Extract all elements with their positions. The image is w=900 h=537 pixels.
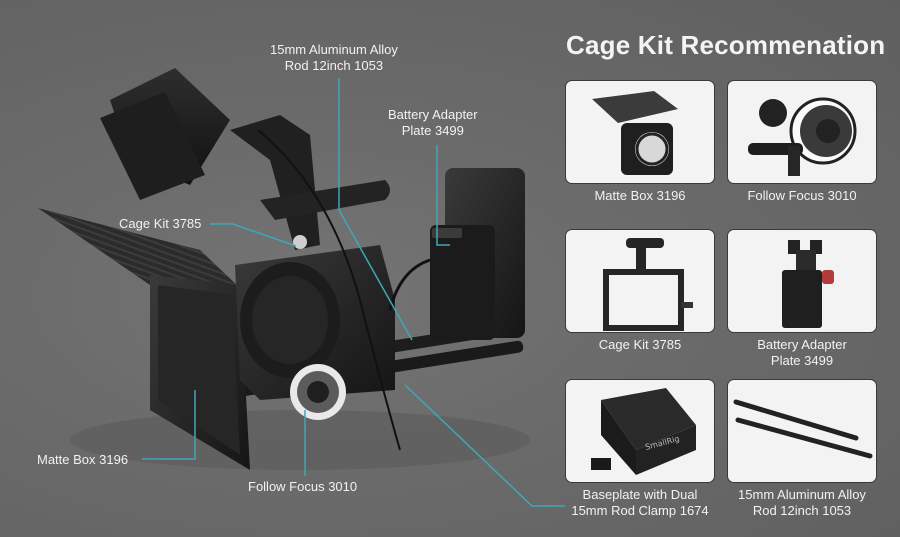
- cage-callout-line: [210, 223, 297, 247]
- card-follow-focus[interactable]: Follow Focus 3010: [727, 80, 877, 204]
- callout-matte-box: Matte Box 3196: [37, 452, 129, 467]
- card-baseplate[interactable]: SmallRig Baseplate with Dual 15mm Rod Cl…: [565, 379, 715, 519]
- callout-follow-focus: Follow Focus 3010: [248, 479, 358, 494]
- battery-callout-line: [436, 145, 450, 246]
- card-matte-box-label: Matte Box 3196: [594, 188, 686, 203]
- callout-rod: 15mm Aluminum Alloy Rod 12inch 1053: [270, 42, 398, 74]
- card-rods[interactable]: 15mm Aluminum Alloy Rod 12inch 1053: [727, 379, 877, 519]
- callout-battery-line1: Battery Adapter: [388, 107, 478, 122]
- callout-rod-line1: 15mm Aluminum Alloy: [270, 42, 398, 57]
- card-battery-adapter-label-line2: Plate 3499: [770, 353, 834, 368]
- card-cage-kit[interactable]: Cage Kit 3785: [565, 229, 715, 353]
- card-baseplate-label-line2: 15mm Rod Clamp 1674: [571, 503, 709, 518]
- cage-kit-thumbnail: [565, 229, 715, 333]
- card-baseplate-label-line1: Baseplate with Dual: [582, 487, 698, 502]
- card-rods-label: 15mm Aluminum Alloy Rod 12inch 1053: [727, 487, 877, 519]
- callout-battery: Battery Adapter Plate 3499: [388, 107, 478, 139]
- rods-thumbnail: [727, 379, 877, 483]
- callout-cage: Cage Kit 3785: [119, 216, 202, 231]
- panel-title: Cage Kit Recommenation: [566, 30, 886, 60]
- rod-callout-line: [338, 78, 413, 341]
- baseplate-thumbnail: SmallRig: [565, 379, 715, 483]
- callout-battery-line2: Plate 3499: [401, 123, 464, 138]
- follow-focus-thumbnail: [727, 80, 877, 184]
- card-battery-adapter[interactable]: Battery Adapter Plate 3499: [727, 229, 877, 369]
- camera-rig-illustration: [38, 68, 525, 470]
- card-follow-focus-label: Follow Focus 3010: [747, 188, 857, 203]
- card-matte-box[interactable]: Matte Box 3196: [565, 80, 715, 204]
- callout-rod-line2: Rod 12inch 1053: [284, 58, 384, 73]
- matte-box-thumbnail: [565, 80, 715, 184]
- card-rods-label-line2: Rod 12inch 1053: [752, 503, 852, 518]
- card-cage-kit-label: Cage Kit 3785: [598, 337, 682, 352]
- baseplate-callout-line: [404, 384, 565, 507]
- card-battery-adapter-label: Battery Adapter Plate 3499: [727, 337, 877, 369]
- battery-adapter-thumbnail: [727, 229, 877, 333]
- card-rods-label-line1: 15mm Aluminum Alloy: [738, 487, 866, 502]
- card-battery-adapter-label-line1: Battery Adapter: [757, 337, 847, 352]
- matte-callout-line: [142, 390, 196, 460]
- card-baseplate-label: Baseplate with Dual 15mm Rod Clamp 1674: [565, 487, 715, 519]
